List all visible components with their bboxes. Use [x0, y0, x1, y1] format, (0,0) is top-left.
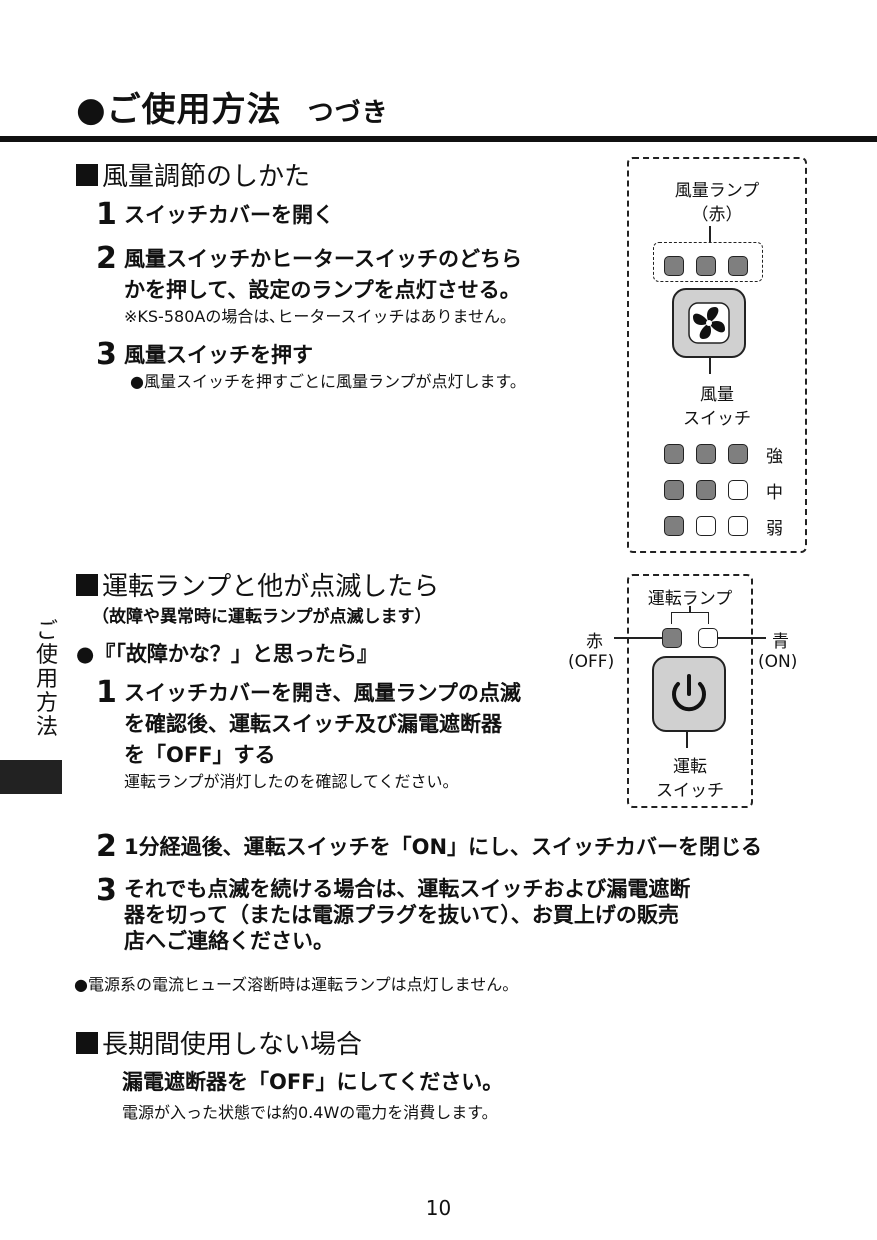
fan-lamp-label: 風量ランプ — [674, 181, 760, 201]
level-lamp — [696, 480, 716, 500]
section2-step-1: 1 スイッチカバーを開き、風量ランプの点滅 を確認後、運転スイッチ及び漏電遮断器… — [96, 675, 521, 792]
fan-control-panel — [627, 157, 807, 553]
red-lamp-leader — [614, 637, 662, 639]
operation-lamp-bracket — [671, 612, 709, 624]
section3-heading: 長期間使用しない場合 — [76, 1024, 362, 1061]
fan-lamp-3 — [728, 256, 748, 276]
level-lamp — [696, 516, 716, 536]
level-label: 弱 — [766, 518, 783, 539]
section1-heading: 風量調節のしかた — [76, 156, 310, 193]
header-rule — [0, 136, 877, 142]
section2-step-2: 2 1分経過後、運転スイッチを「ON」にし、スイッチカバーを閉じる — [96, 829, 763, 864]
fan-level-row-weak: 弱 — [664, 508, 783, 544]
level-lamp — [696, 444, 716, 464]
blue-lamp-state: (ON) — [758, 652, 798, 672]
operation-switch-label: 運転 — [673, 757, 707, 777]
page-number: 10 — [425, 1196, 452, 1220]
side-tab-marker — [0, 760, 62, 794]
fan-lamp-leader — [709, 226, 711, 242]
fan-level-row-medium: 中 — [664, 472, 783, 508]
fan-switch-label-2: スイッチ — [683, 409, 751, 429]
square-bullet-icon — [76, 1031, 98, 1054]
section3-instruction: 漏電遮断器を「OFF」にしてください。 — [122, 1070, 504, 1094]
section1-step-3: 3 風量スイッチを押す ●風量スイッチを押すごとに風量ランプが点灯します。 — [96, 337, 526, 392]
page-subtitle: つづき — [307, 98, 389, 128]
fan-switch-leader — [709, 356, 711, 374]
level-lamp — [664, 516, 684, 536]
fan-lamps — [664, 256, 748, 276]
fan-level-row-strong: 強 — [664, 436, 783, 472]
operation-switch-label-2: スイッチ — [656, 781, 724, 801]
level-lamp — [728, 516, 748, 536]
section1-step-2: 2 風量スイッチかヒータースイッチのどちら かを押して、設定のランプを点灯させる… — [96, 241, 522, 327]
section3-note: 電源が入った状態では約0.4Wの電力を消費します。 — [122, 1103, 498, 1122]
side-tab-label: ご使用方法 — [35, 619, 58, 740]
red-lamp-label: 赤 — [586, 632, 603, 652]
operation-panel — [627, 574, 753, 808]
blue-lamp-label: 青 — [772, 632, 789, 652]
red-lamp — [662, 628, 682, 648]
fan-lamp-2 — [696, 256, 716, 276]
level-lamp — [664, 444, 684, 464]
power-icon — [672, 674, 706, 712]
level-lamp — [664, 480, 684, 500]
fan-lamp-color: （赤） — [691, 205, 743, 225]
fan-icon — [688, 302, 730, 344]
operation-lamp-label: 運転ランプ — [647, 589, 733, 609]
operation-lamp-leader — [689, 606, 691, 613]
page-title: ●ご使用方法つづき — [76, 90, 389, 130]
red-lamp-state: (OFF) — [568, 652, 615, 672]
fan-switch-button[interactable] — [672, 288, 746, 358]
section1-step-1: 1 スイッチカバーを開く — [96, 197, 334, 232]
square-bullet-icon — [76, 573, 98, 596]
level-lamp — [728, 480, 748, 500]
level-label: 強 — [766, 446, 783, 467]
section2-heading: 運転ランプと他が点滅したら — [76, 566, 439, 603]
section2-footnote: ●電源系の電流ヒューズ溶断時は運転ランプは点灯しません。 — [74, 975, 519, 994]
operation-switch-button[interactable] — [652, 656, 726, 732]
fan-level-table: 強 中 弱 — [664, 436, 783, 544]
level-lamp — [728, 444, 748, 464]
section2-subheading: （故障や異常時に運転ランプが点滅します） — [92, 607, 432, 627]
fan-lamp-group — [653, 242, 763, 282]
section2-reference: ●『「故障かな？」と思ったら』 — [76, 642, 378, 666]
blue-lamp — [698, 628, 718, 648]
operation-switch-leader — [686, 730, 688, 748]
square-bullet-icon — [76, 163, 98, 186]
fan-switch-label: 風量 — [700, 385, 734, 405]
fan-lamp-1 — [664, 256, 684, 276]
blue-lamp-leader — [718, 637, 766, 639]
level-label: 中 — [766, 482, 783, 503]
section2-step-3: 3 それでも点滅を続ける場合は、運転スイッチおよび漏電遮断 器を切って（または電… — [96, 873, 691, 954]
